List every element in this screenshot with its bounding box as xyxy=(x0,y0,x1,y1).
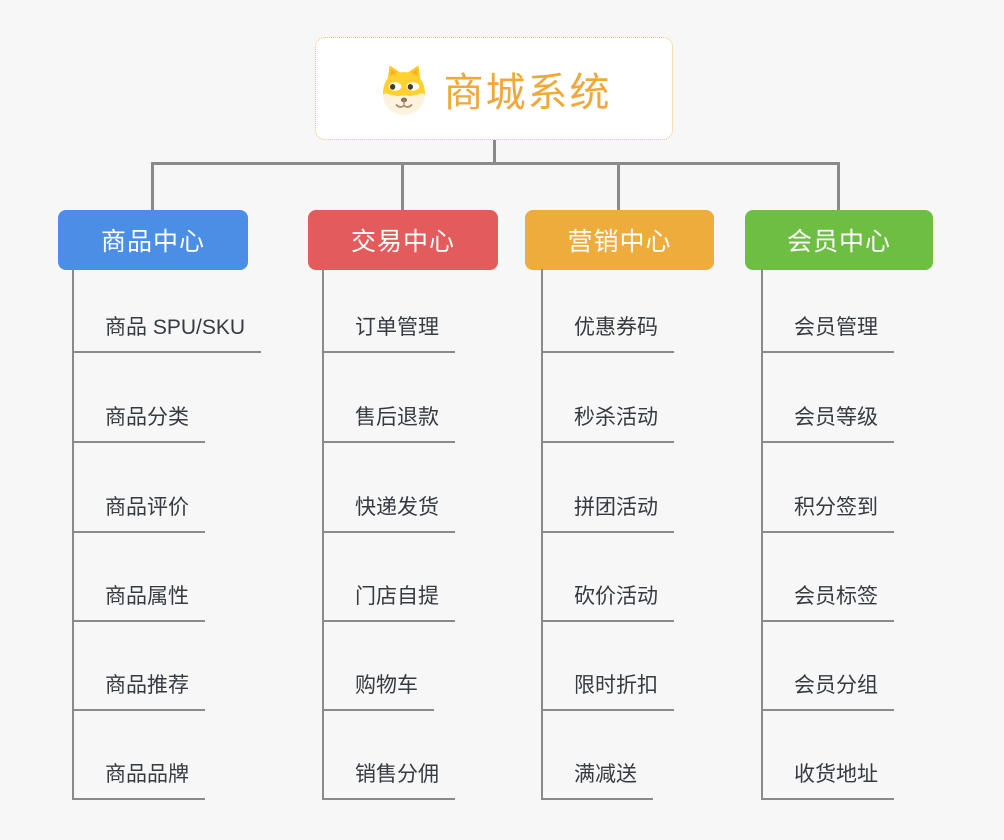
branch-box-product-center[interactable]: 商品中心 xyxy=(58,210,248,270)
branch-list-product-center: 商品 SPU/SKU 商品分类 商品评价 商品属性 商品推荐 商品品牌 xyxy=(72,269,302,800)
branch-list-member-center: 会员管理 会员等级 积分签到 会员标签 会员分组 收货地址 xyxy=(761,269,991,800)
connector-drop-product xyxy=(151,162,154,210)
branch-list-marketing-center: 优惠券码 秒杀活动 拼团活动 砍价活动 限时折扣 满减送 xyxy=(541,269,771,800)
root-node[interactable]: 商城系统 xyxy=(315,37,673,140)
leaf-node[interactable]: 商品推荐 xyxy=(72,671,205,711)
leaf-node[interactable]: 会员等级 xyxy=(761,403,894,443)
connector-horizontal xyxy=(151,162,840,165)
leaf-node[interactable]: 会员分组 xyxy=(761,671,894,711)
leaf-node[interactable]: 商品评价 xyxy=(72,493,205,533)
leaf-node[interactable]: 会员标签 xyxy=(761,582,894,622)
dog-face-icon xyxy=(382,64,425,115)
branch-box-trade-center[interactable]: 交易中心 xyxy=(308,210,498,270)
root-title: 商城系统 xyxy=(443,70,612,115)
leaf-node[interactable]: 收货地址 xyxy=(761,760,894,800)
connector-drop-trade xyxy=(401,162,404,210)
leaf-node[interactable]: 砍价活动 xyxy=(541,582,674,622)
leaf-node[interactable]: 快递发货 xyxy=(322,493,455,533)
leaf-node[interactable]: 订单管理 xyxy=(322,313,455,353)
leaf-node[interactable]: 满减送 xyxy=(541,760,653,800)
leaf-node[interactable]: 秒杀活动 xyxy=(541,403,674,443)
branch-box-marketing-center[interactable]: 营销中心 xyxy=(525,210,714,270)
leaf-node[interactable]: 商品 SPU/SKU xyxy=(72,313,262,353)
leaf-node[interactable]: 商品分类 xyxy=(72,403,205,443)
leaf-node[interactable]: 拼团活动 xyxy=(541,493,674,533)
leaf-node[interactable]: 销售分佣 xyxy=(322,760,455,800)
leaf-node[interactable]: 限时折扣 xyxy=(541,671,674,711)
leaf-node[interactable]: 商品品牌 xyxy=(72,760,205,800)
branch-list-trade-center: 订单管理 售后退款 快递发货 门店自提 购物车 销售分佣 xyxy=(322,269,552,800)
leaf-node[interactable]: 购物车 xyxy=(322,671,434,711)
connector-drop-marketing xyxy=(617,162,620,210)
leaf-node[interactable]: 门店自提 xyxy=(322,582,455,622)
connector-root-stem xyxy=(493,140,496,165)
leaf-node[interactable]: 会员管理 xyxy=(761,313,894,353)
branch-box-member-center[interactable]: 会员中心 xyxy=(745,210,933,270)
leaf-node[interactable]: 优惠券码 xyxy=(541,313,674,353)
leaf-node[interactable]: 积分签到 xyxy=(761,493,894,533)
leaf-node[interactable]: 售后退款 xyxy=(322,403,455,443)
connector-drop-member xyxy=(837,162,840,210)
leaf-node[interactable]: 商品属性 xyxy=(72,582,205,622)
